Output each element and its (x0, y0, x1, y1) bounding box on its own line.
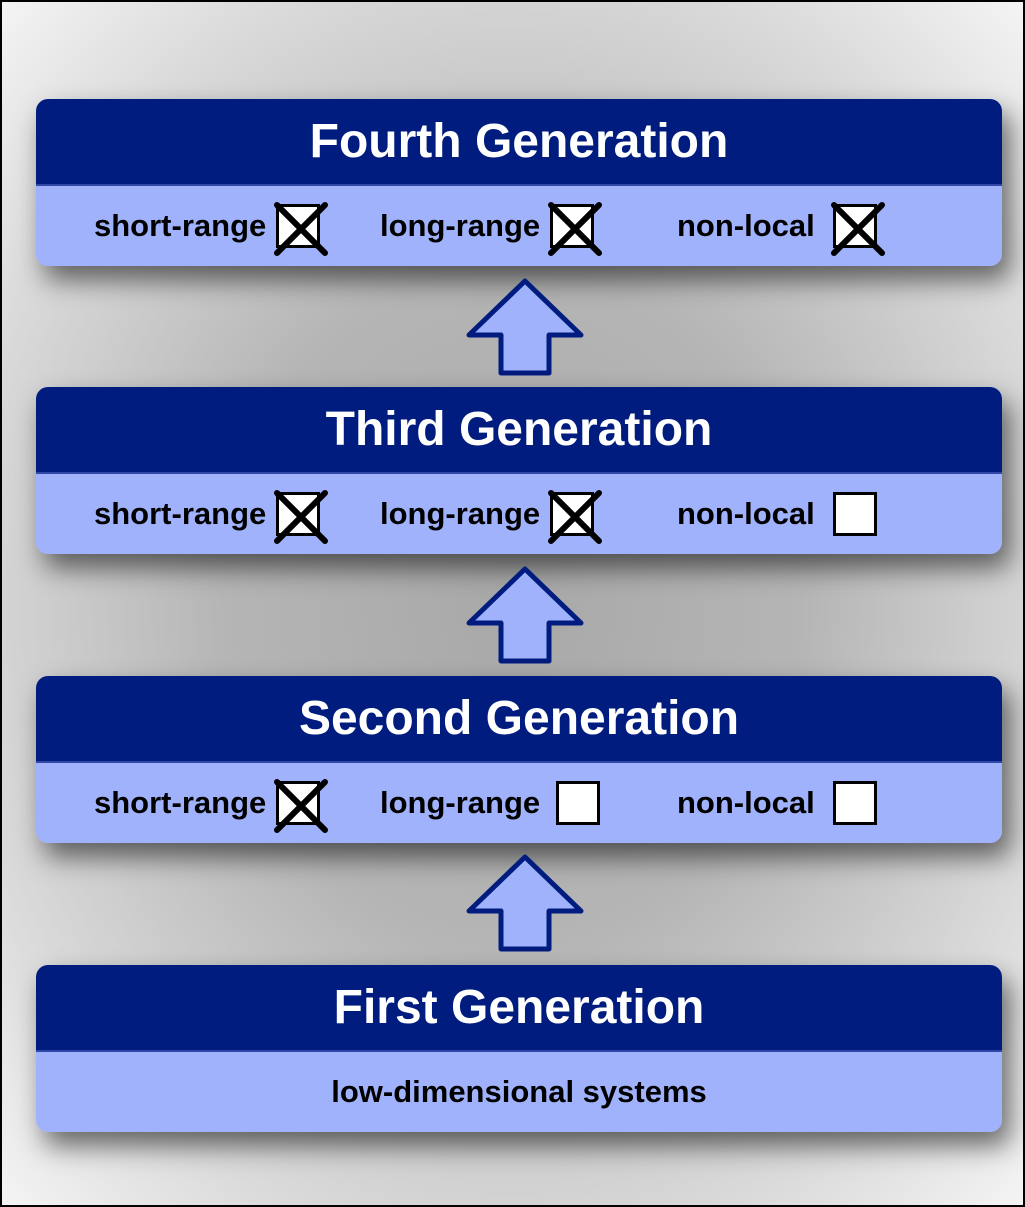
up-arrow-icon (466, 278, 584, 376)
generation-features: short-range long-range non-local (36, 474, 1002, 554)
feature-non-local: non-local (677, 474, 877, 554)
feature-short-range: short-range (94, 474, 329, 554)
generation-title: Fourth Generation (36, 99, 1002, 186)
generation-description: low-dimensional systems (331, 1074, 707, 1109)
feature-label: short-range (94, 208, 267, 243)
empty-box-icon (832, 492, 877, 536)
generation-features: short-range long-range non-local (36, 186, 1002, 266)
empty-box-icon (832, 781, 877, 825)
feature-long-range: long-range (380, 186, 603, 266)
feature-long-range: long-range (380, 474, 603, 554)
generation-description-area: low-dimensional systems (36, 1052, 1002, 1132)
third-generation-box: Third Generation short-range long-range … (36, 387, 1002, 554)
feature-label: short-range (94, 496, 267, 531)
up-arrow-icon (466, 566, 584, 664)
feature-short-range: short-range (94, 186, 329, 266)
first-generation-box: First Generation low-dimensional systems (36, 965, 1002, 1132)
second-generation-box: Second Generation short-range long-range… (36, 676, 1002, 843)
feature-short-range: short-range (94, 763, 329, 843)
checked-box-icon (274, 202, 329, 256)
fourth-generation-box: Fourth Generation short-range long-range… (36, 99, 1002, 266)
feature-label: non-local (677, 208, 815, 243)
checked-box-icon (548, 202, 603, 256)
empty-box-icon (556, 781, 601, 825)
feature-label: long-range (380, 785, 541, 820)
generation-title: First Generation (36, 965, 1002, 1052)
feature-label: non-local (677, 496, 815, 531)
feature-label: long-range (380, 208, 541, 243)
checked-box-icon (830, 202, 885, 256)
feature-long-range: long-range (380, 763, 601, 843)
feature-label: non-local (677, 785, 815, 820)
checked-box-icon (548, 490, 603, 544)
feature-label: long-range (380, 496, 541, 531)
generation-features: short-range long-range non-local (36, 763, 1002, 843)
feature-non-local: non-local (677, 186, 885, 266)
up-arrow-icon (466, 854, 584, 952)
generation-title: Third Generation (36, 387, 1002, 474)
feature-non-local: non-local (677, 763, 877, 843)
feature-label: short-range (94, 785, 267, 820)
generation-title: Second Generation (36, 676, 1002, 763)
checked-box-icon (274, 490, 329, 544)
checked-box-icon (274, 779, 329, 833)
